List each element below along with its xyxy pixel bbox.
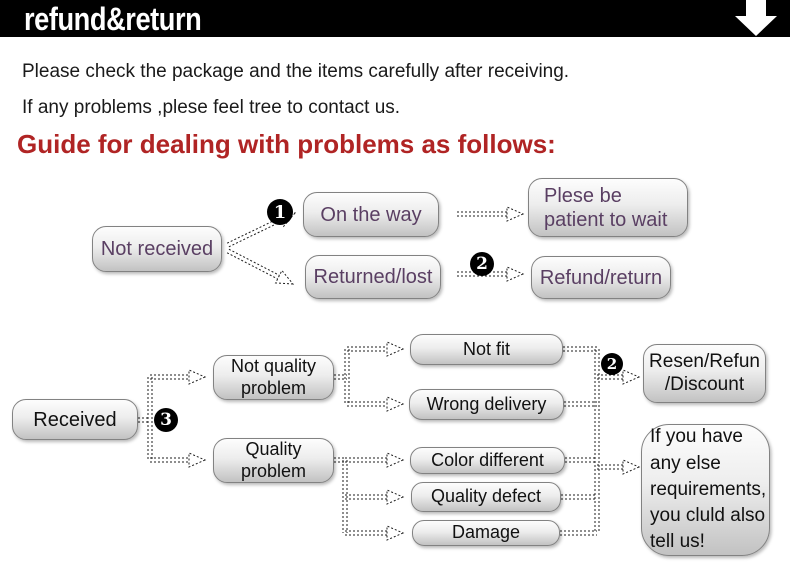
node-wrong-delivery: Wrong delivery: [409, 389, 564, 420]
node-label-line: /Discount: [664, 373, 745, 395]
node-label-line: problem: [240, 377, 307, 398]
node-label: Returned/lost: [313, 266, 433, 288]
badge-number: 3: [160, 410, 172, 430]
node-label-line: Resen/Refun: [649, 350, 760, 372]
node-color-different: Color different: [410, 447, 565, 474]
node-damage: Damage: [412, 520, 560, 546]
page-title: refund&return: [24, 1, 202, 37]
node-label: Wrong delivery: [426, 393, 547, 414]
node-label: Damage: [451, 522, 521, 543]
node-other-requirements: If you have any else requirements, you c…: [641, 424, 770, 556]
intro-line-2: If any problems ,plese feel tree to cont…: [22, 97, 401, 118]
node-not-received: Not received: [92, 226, 222, 272]
step-3-badge: 3: [154, 408, 178, 432]
node-label-line: Not quality: [230, 355, 317, 376]
badge-number: 2: [476, 254, 488, 274]
step-2-badge: 2: [470, 252, 494, 276]
badge-number: 1: [273, 201, 287, 223]
node-not-fit: Not fit: [410, 334, 563, 365]
node-resend-refund-discount: Resen/Refun /Discount: [643, 344, 766, 403]
node-label: Refund/return: [539, 266, 663, 289]
node-quality-defect: Quality defect: [411, 482, 561, 512]
node-label: Color different: [431, 449, 544, 470]
intro-line-1: Please check the package and the items c…: [22, 61, 570, 82]
node-please-be-patient: Plese be patient to wait: [528, 178, 688, 237]
badge-number: 2: [606, 355, 618, 373]
node-label: Quality defect: [430, 486, 542, 507]
node-refund-return: Refund/return: [531, 256, 671, 299]
node-label: On the way: [320, 203, 422, 226]
node-returned-lost: Returned/lost: [305, 255, 441, 299]
step-2-badge: 2: [601, 353, 623, 375]
node-label-line: requirements,: [650, 478, 767, 500]
node-label-line: If you have: [650, 426, 743, 448]
node-label-line: you cluld also: [650, 505, 766, 527]
node-label-line: problem: [240, 460, 307, 481]
node-quality-problem: Quality problem: [213, 438, 334, 483]
down-arrow-icon: [735, 0, 777, 36]
node-label: Received: [33, 408, 117, 431]
banner: refund&return: [0, 0, 790, 37]
node-label: Not received: [100, 238, 214, 260]
step-1-badge: 1: [267, 199, 293, 225]
node-label-line: Quality: [245, 438, 302, 459]
node-on-the-way: On the way: [303, 192, 439, 237]
node-label: Not fit: [462, 338, 510, 359]
node-label-line: any else: [650, 452, 721, 474]
node-label-line: Plese be: [544, 184, 622, 207]
node-label-line: patient to wait: [544, 208, 668, 231]
node-received: Received: [12, 399, 138, 440]
guide-heading: Guide for dealing with problems as follo…: [17, 129, 556, 159]
node-not-quality-problem: Not quality problem: [213, 355, 334, 400]
node-label-line: tell us!: [650, 531, 705, 553]
